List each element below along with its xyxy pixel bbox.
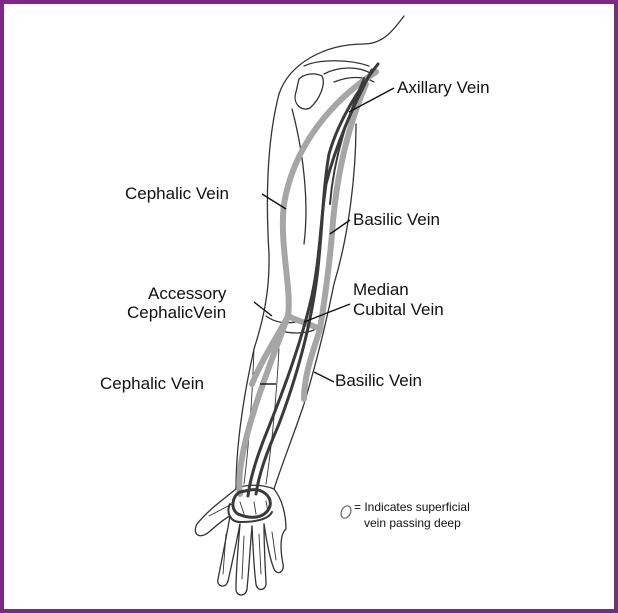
label-basilic-vein-lower: Basilic Vein xyxy=(335,371,422,391)
label-accessory-cephalic-line2: CephalicVein xyxy=(127,303,226,323)
arm-vein-illustration xyxy=(4,4,614,609)
legend-line-2: vein passing deep xyxy=(364,516,461,531)
label-accessory-cephalic-line1: Accessory xyxy=(148,284,226,304)
label-cephalic-vein-lower: Cephalic Vein xyxy=(100,374,204,394)
oval-outline-icon xyxy=(339,504,353,520)
wrist-vein-loop xyxy=(233,490,270,518)
legend-line-1: = Indicates superficial xyxy=(354,500,470,515)
label-median-cubital-line1: Median xyxy=(353,280,409,300)
label-median-cubital-line2: Cubital Vein xyxy=(353,300,444,320)
label-axillary-vein: Axillary Vein xyxy=(397,78,490,98)
label-cephalic-vein-upper: Cephalic Vein xyxy=(125,184,229,204)
label-basilic-vein-upper: Basilic Vein xyxy=(353,210,440,230)
